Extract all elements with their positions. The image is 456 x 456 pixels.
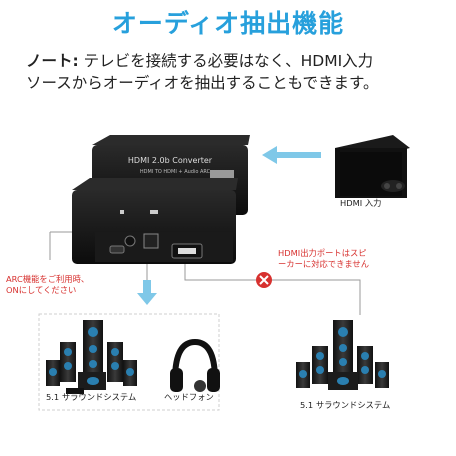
page-title: オーディオ抽出機能 (111, 9, 345, 38)
output-arrow (137, 280, 157, 305)
hdmi-input-label: HDMI 入力 (340, 198, 381, 208)
headphones-icon (170, 338, 220, 392)
note-line2: ソースからオーディオを抽出することもできます。 (26, 74, 379, 92)
surround-right-label: 5.1 サラウンドシステム (300, 400, 390, 410)
hdmi-out-note-line1: HDMI出力ポートはスピ (278, 248, 367, 258)
arc-note-line1: ARC機能をご利用時、 (6, 274, 90, 284)
hdmi-out-line (184, 262, 361, 315)
input-arrow (262, 146, 321, 164)
hdmi-out-note-line2: ーカーに対応できません (278, 259, 370, 269)
arc-note: ARC機能をご利用時、 ONにしてください (6, 274, 89, 296)
arc-note-line2: ONにしてください (6, 285, 77, 295)
converter-front (72, 178, 238, 264)
output-group-box (38, 313, 220, 411)
device-sublabel: HDMI TO HDMI + Audio ARC (140, 169, 211, 175)
game-console-icon (335, 135, 410, 198)
surround-system-left (46, 320, 137, 394)
note-line1: テレビを接続する必要はなく、HDMI入力 (78, 52, 374, 70)
note-prefix: ノート: (26, 52, 79, 70)
surround-system-right (296, 320, 389, 390)
headphones-label: ヘッドフォン (164, 392, 214, 402)
note-text: ノート: テレビを接続する必要はなく、HDMI入力 ソースからオーディオを抽出す… (26, 50, 446, 94)
surround-left-label: 5.1 サラウンドシステム (46, 392, 136, 402)
hdmi-out-note: HDMI出力ポートはスピ ーカーに対応できません (278, 248, 369, 270)
no-output-icon (256, 272, 272, 288)
device-label: HDMI 2.0b Converter (128, 156, 213, 165)
